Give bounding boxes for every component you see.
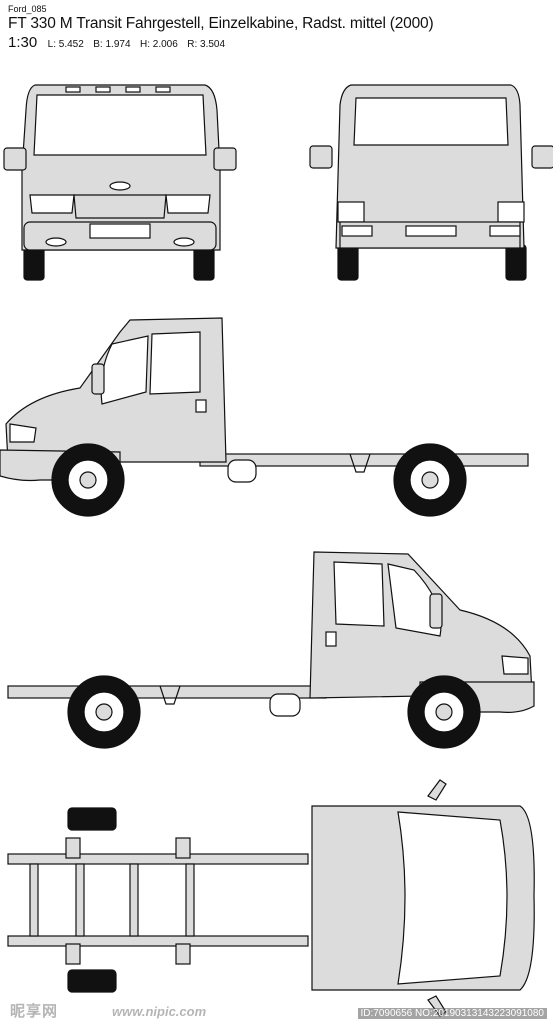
right-mirror [213,147,237,171]
drawing-title: FT 330 M Transit Fahrgestell, Einzelkabi… [8,15,434,32]
drawing-header: Ford_085 FT 330 M Transit Fahrgestell, E… [8,4,548,52]
dim-width: B: 1.974 [93,39,131,50]
side-mirror [91,363,105,395]
watermark-id: ID:7090656 NO:20190313143223091080 [357,1008,547,1019]
side-view-left-drawing [0,317,529,517]
dimension-line: 1:30 L: 5.452 B: 1.974 H: 2.006 R: 3.504 [8,34,548,52]
side-headlight [9,423,37,443]
dim-height: H: 2.006 [139,39,178,50]
ford-badge [109,181,131,191]
windshield [33,94,207,156]
rear-window [353,97,509,146]
top-view-drawing [7,779,535,1017]
top-chassis-rail-lower [7,935,309,947]
rear-view-drawing [309,84,553,281]
watermark-logo: 昵享网 [10,1003,59,1020]
side-view-right-drawing [7,551,535,749]
left-mirror [3,147,27,171]
dim-wheelbase: R: 3.504 [187,39,226,50]
side-door-window [100,335,149,405]
right-headlight [165,194,211,214]
scale-label: 1:30 [8,34,38,51]
dim-length: L: 5.452 [47,39,84,50]
drawing-code: Ford_085 [8,4,47,14]
watermark-url[interactable]: www.nipic.com [112,1004,207,1019]
top-chassis-rail-upper [7,853,309,865]
side-rear-window [149,331,201,395]
rear-left-lamp [337,201,365,223]
licence-plate-front [89,223,151,239]
rear-right-lamp [497,201,525,223]
watermark-bar: 昵享网 www.nipic.com ID:7090656 NO:20190313… [0,1002,553,1024]
grille [73,194,167,219]
front-view-drawing [3,84,237,281]
left-headlight [29,194,75,214]
top-windshield [397,811,508,985]
